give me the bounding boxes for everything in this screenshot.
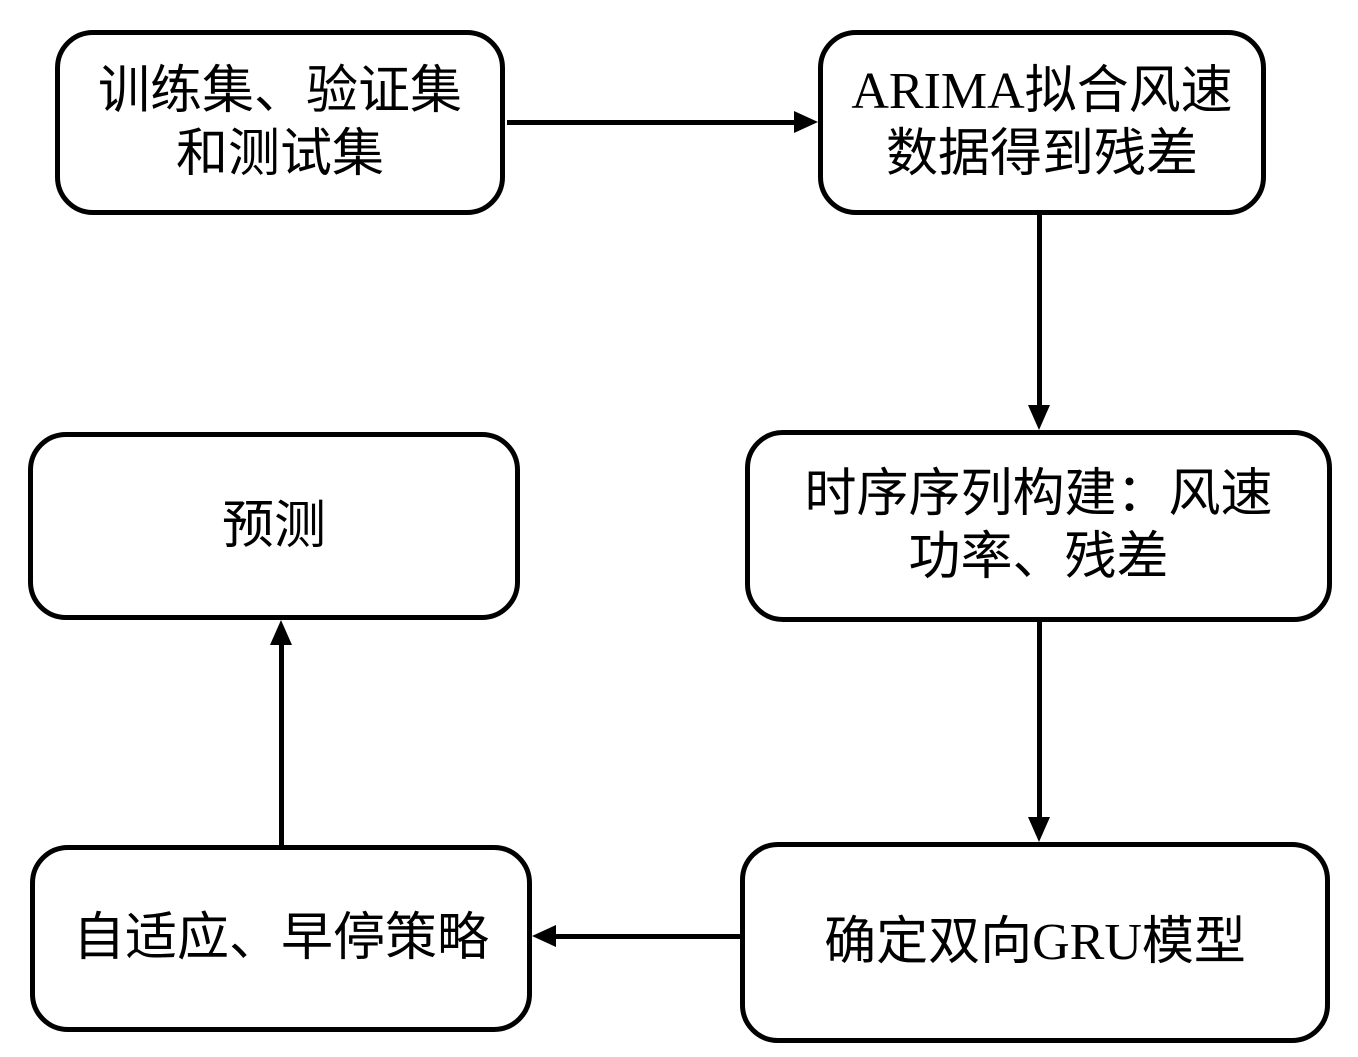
arrow-arima-to-timeseries-line bbox=[1037, 215, 1042, 407]
arrow-down-icon bbox=[1028, 405, 1050, 430]
node-adaptive-early-stopping: 自适应、早停策略 bbox=[30, 845, 532, 1032]
node-dataset-split-label: 训练集、验证集 和测试集 bbox=[97, 62, 462, 183]
node-bigru-model: 确定双向GRU模型 bbox=[740, 842, 1330, 1043]
node-dataset-split: 训练集、验证集 和测试集 bbox=[55, 30, 505, 215]
arrow-dataset-to-arima-line bbox=[507, 120, 796, 125]
arrow-up-icon bbox=[270, 620, 292, 645]
node-time-series-construction: 时序序列构建：风速 功率、残差 bbox=[745, 430, 1332, 622]
node-adaptive-early-stopping-label: 自适应、早停策略 bbox=[72, 910, 489, 967]
node-prediction: 预测 bbox=[28, 432, 520, 620]
arrow-down-icon bbox=[1028, 817, 1050, 842]
node-arima-fit: ARIMA拟合风速 数据得到残差 bbox=[818, 30, 1266, 215]
arrow-left-icon bbox=[532, 925, 556, 947]
arrow-gru-to-adaptive-line bbox=[556, 934, 740, 939]
node-bigru-model-label: 确定双向GRU模型 bbox=[824, 914, 1246, 971]
node-arima-fit-label: ARIMA拟合风速 数据得到残差 bbox=[851, 62, 1233, 183]
node-time-series-construction-label: 时序序列构建：风速 功率、残差 bbox=[804, 466, 1273, 586]
node-prediction-label: 预测 bbox=[221, 497, 326, 555]
arrow-adaptive-to-prediction-line bbox=[279, 643, 284, 845]
arrow-right-icon bbox=[794, 111, 818, 133]
arrow-timeseries-to-gru-line bbox=[1037, 622, 1042, 817]
